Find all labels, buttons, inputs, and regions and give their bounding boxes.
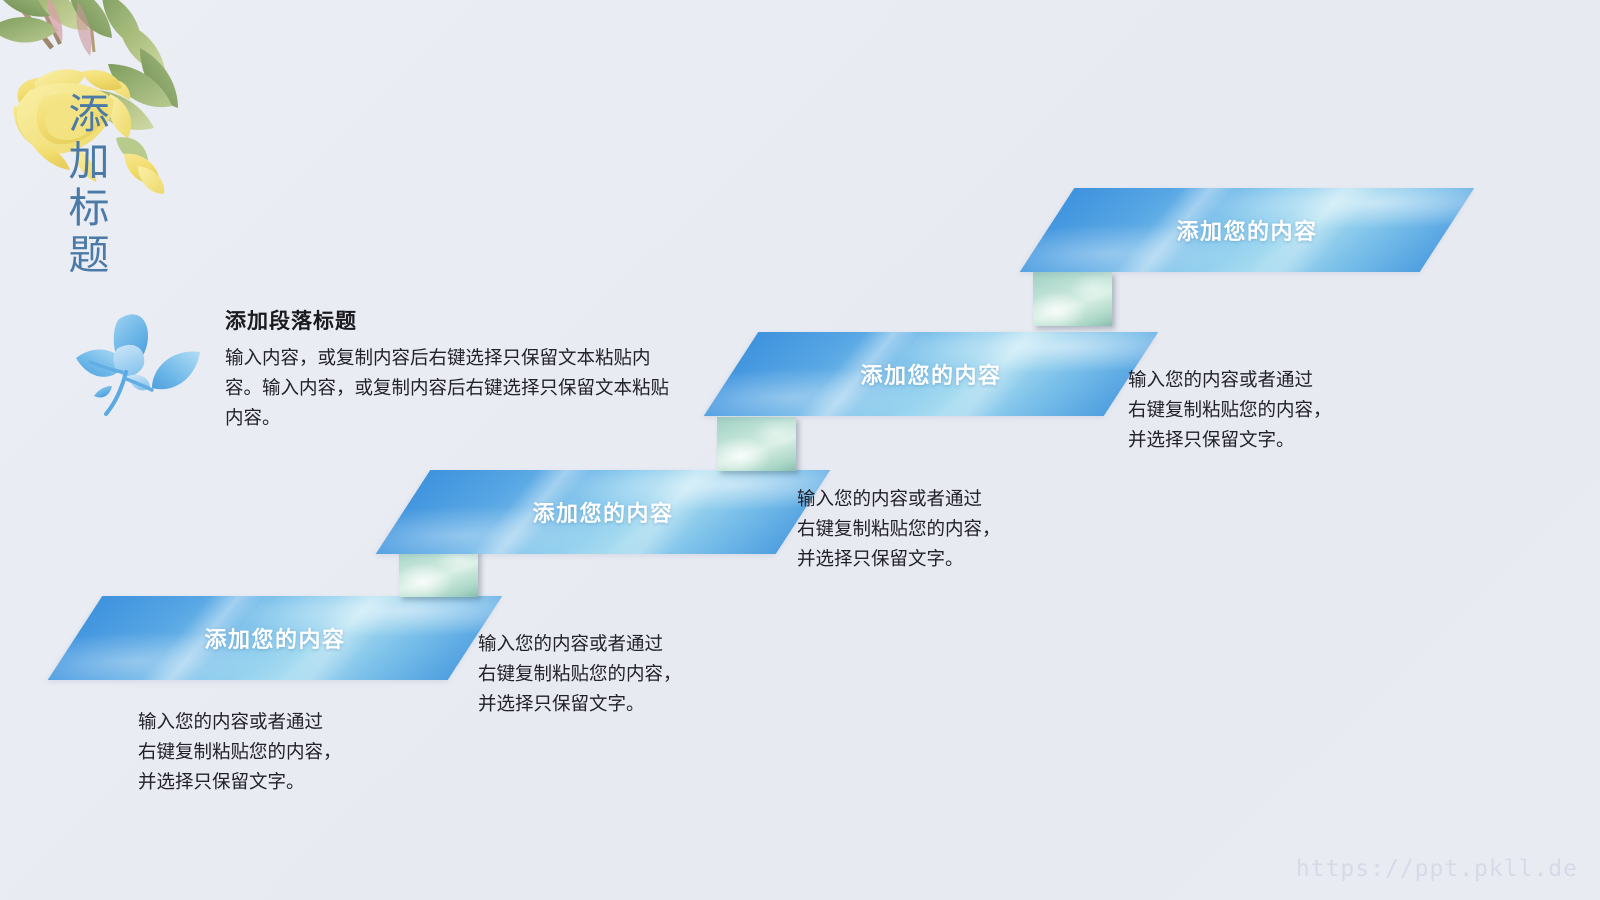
step-2-label: 添加您的内容 [532,502,674,527]
paragraph-heading: 添加段落标题 [225,309,357,333]
step-4-description: 输入您的内容或者通过 右键复制粘贴您的内容， 并选择只保留文字。 [1128,370,1332,451]
paragraph-body: 输入内容，或复制内容后右键选择只保留文本粘贴内容。输入内容，或复制内容后右键选择… [225,348,670,429]
step-3-description: 输入您的内容或者通过 右键复制粘贴您的内容， 并选择只保留文字。 [478,634,682,715]
step-1-label: 添加您的内容 [204,628,346,653]
step-2-description: 输入您的内容或者通过 右键复制粘贴您的内容， 并选择只保留文字。 [797,489,1001,570]
step-4-label: 添加您的内容 [1176,220,1318,245]
step-2-riser [717,417,796,471]
step-1-description: 输入您的内容或者通过 右键复制粘贴您的内容， 并选择只保留文字。 [138,712,342,793]
step-3-label: 添加您的内容 [860,364,1002,389]
step-3-riser [1033,272,1112,326]
sprout-leaf-icon [76,314,200,416]
paragraph-block: 添加段落标题 输入内容，或复制内容后右键选择只保留文本粘贴内容。输入内容，或复制… [225,305,677,434]
page-title: 添加标题 [61,92,109,280]
watermark: https://ppt.pkll.de [1295,856,1578,882]
